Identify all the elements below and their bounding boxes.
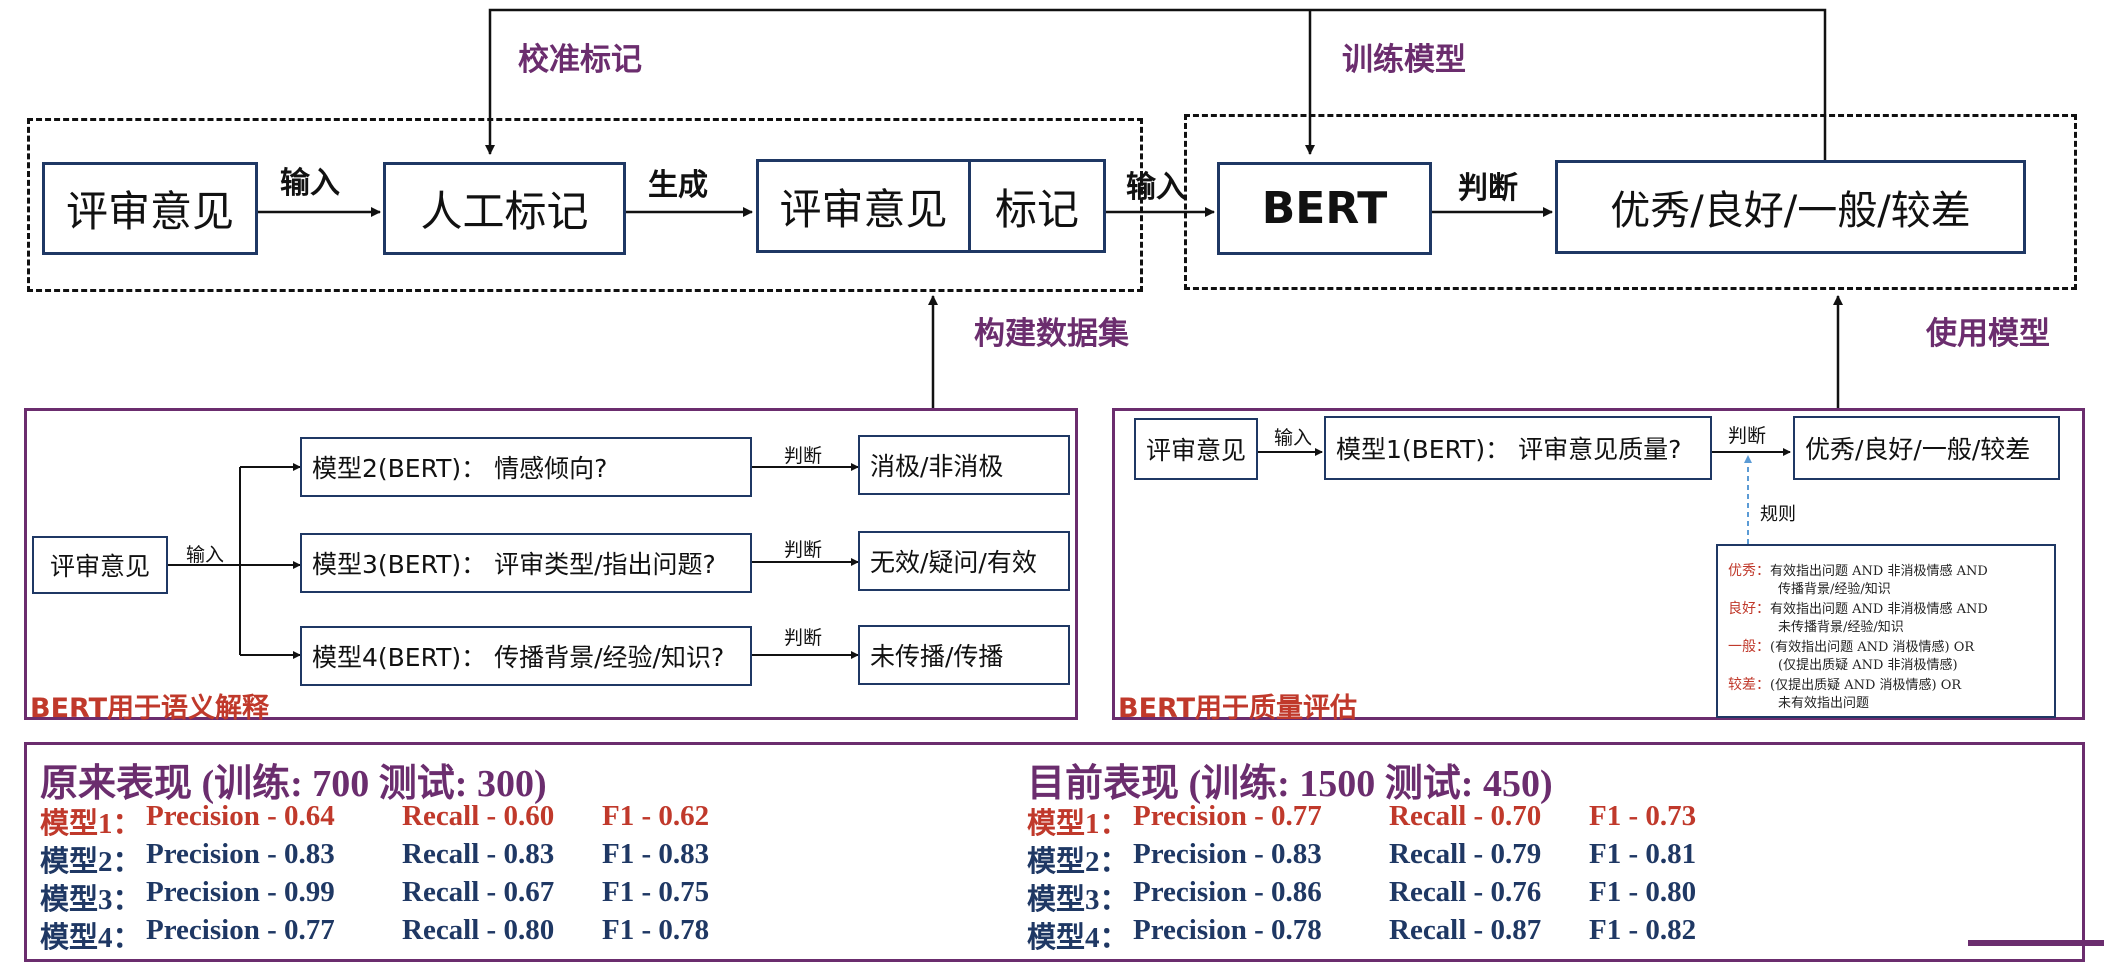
- original-row-2-model: 模型2：: [40, 846, 142, 878]
- rule-poor: 较差：(仅提出质疑 AND 消极情感) OR: [1728, 677, 1962, 693]
- current-row-1-precision: Precision - 0.77: [1133, 800, 1322, 832]
- manual-label-box: 人工标记: [383, 162, 626, 255]
- semantic-panel-title: BERT用于语义解释: [30, 693, 270, 724]
- model3-result-box: 无效/疑问/有效: [858, 531, 1070, 591]
- generate-label: 生成: [648, 168, 708, 203]
- original-row-2-recall: Recall - 0.83: [402, 838, 555, 870]
- rule-label: 规则: [1760, 504, 1796, 525]
- quality-panel-title: BERT用于质量评估: [1118, 693, 1358, 724]
- current-row-4-model: 模型4：: [1027, 922, 1129, 954]
- current-row-3-recall: Recall - 0.76: [1389, 876, 1542, 908]
- corner-accent-bar: [1968, 940, 2104, 946]
- original-row-3-f1: F1 - 0.75: [602, 876, 710, 908]
- current-row-2-recall: Recall - 0.79: [1389, 838, 1542, 870]
- original-row-3-recall: Recall - 0.67: [402, 876, 555, 908]
- label-box: 标记: [968, 159, 1106, 253]
- input-label-2: 输入: [1126, 170, 1186, 205]
- model2-box: 模型2(BERT)： 情感倾向?: [300, 437, 752, 497]
- rule-average-2: (仅提出质疑 AND 非消极情感): [1778, 658, 1958, 673]
- semantic-panel: [24, 408, 1078, 720]
- model3-judge-label: 判断: [784, 539, 823, 561]
- rule-good: 良好：有效指出问题 AND 非消极情感 AND: [1728, 601, 1988, 617]
- semantic-review-box: 评审意见: [32, 536, 168, 594]
- quality-result-small-box: 优秀/良好/一般/较差: [1793, 416, 2060, 480]
- current-row-4-precision: Precision - 0.78: [1133, 914, 1322, 946]
- quality-result-box: 优秀/良好/一般/较差: [1555, 160, 2026, 254]
- train-model-label: 训练模型: [1342, 42, 1466, 78]
- current-row-3-model: 模型3：: [1027, 884, 1129, 916]
- model1-box: 模型1(BERT)： 评审意见质量?: [1324, 416, 1712, 480]
- current-row-1-f1: F1 - 0.73: [1589, 800, 1697, 832]
- quality-input-label: 输入: [1274, 427, 1313, 449]
- current-row-2-precision: Precision - 0.83: [1133, 838, 1322, 870]
- current-row-2-model: 模型2：: [1027, 846, 1129, 878]
- current-row-4-f1: F1 - 0.82: [1589, 914, 1697, 946]
- model3-box: 模型3(BERT)： 评审类型/指出问题?: [300, 533, 752, 593]
- model4-box: 模型4(BERT)： 传播背景/经验/知识?: [300, 626, 752, 686]
- rule-poor-2: 未有效指出问题: [1778, 696, 1870, 711]
- left-dashed-group: [27, 118, 1143, 292]
- rule-good-2: 未传播背景/经验/知识: [1778, 620, 1904, 635]
- build-dataset-label: 构建数据集: [974, 316, 1129, 352]
- current-performance-title: 目前表现 (训练: 1500 测试: 450): [1027, 763, 1553, 805]
- semantic-input-label: 输入: [186, 544, 225, 566]
- use-model-label: 使用模型: [1926, 316, 2050, 352]
- original-row-3-precision: Precision - 0.99: [146, 876, 335, 908]
- judge-label: 判断: [1458, 171, 1518, 206]
- original-row-4-f1: F1 - 0.78: [602, 914, 710, 946]
- rule-excellent-2: 传播背景/经验/知识: [1778, 582, 1891, 597]
- current-row-2-f1: F1 - 0.81: [1589, 838, 1697, 870]
- right-dashed-group: [1184, 114, 2077, 290]
- original-row-4-model: 模型4：: [40, 922, 142, 954]
- original-row-1-model: 模型1：: [40, 808, 142, 840]
- original-row-3-model: 模型3：: [40, 884, 142, 916]
- model2-judge-label: 判断: [784, 445, 823, 467]
- model4-result-box: 未传播/传播: [858, 625, 1070, 685]
- input-label-1: 输入: [280, 166, 340, 201]
- review-box: 评审意见: [42, 162, 258, 255]
- current-row-1-recall: Recall - 0.70: [1389, 800, 1542, 832]
- current-row-1-model: 模型1：: [1027, 808, 1129, 840]
- calibrate-label: 校准标记: [518, 42, 642, 78]
- original-row-4-precision: Precision - 0.77: [146, 914, 335, 946]
- original-row-2-f1: F1 - 0.83: [602, 838, 710, 870]
- original-row-2-precision: Precision - 0.83: [146, 838, 335, 870]
- rules-box: 优秀：有效指出问题 AND 非消极情感 AND 传播背景/经验/知识 良好：有效…: [1716, 544, 2056, 718]
- model2-result-box: 消极/非消极: [858, 435, 1070, 495]
- rule-excellent: 优秀：有效指出问题 AND 非消极情感 AND: [1728, 563, 1988, 579]
- original-row-4-recall: Recall - 0.80: [402, 914, 555, 946]
- original-row-1-precision: Precision - 0.64: [146, 800, 335, 832]
- current-row-3-precision: Precision - 0.86: [1133, 876, 1322, 908]
- model4-judge-label: 判断: [784, 627, 823, 649]
- current-row-3-f1: F1 - 0.80: [1589, 876, 1697, 908]
- quality-judge-label: 判断: [1728, 425, 1767, 447]
- original-performance-title: 原来表现 (训练: 700 测试: 300): [40, 763, 547, 805]
- current-row-4-recall: Recall - 0.87: [1389, 914, 1542, 946]
- original-row-1-recall: Recall - 0.60: [402, 800, 555, 832]
- review-box-2: 评审意见: [756, 159, 971, 253]
- original-row-1-f1: F1 - 0.62: [602, 800, 710, 832]
- quality-review-box: 评审意见: [1134, 418, 1258, 480]
- rule-average: 一般：(有效指出问题 AND 消极情感) OR: [1728, 639, 1975, 655]
- bert-box: BERT: [1217, 162, 1432, 255]
- quality-panel: [1112, 408, 2085, 720]
